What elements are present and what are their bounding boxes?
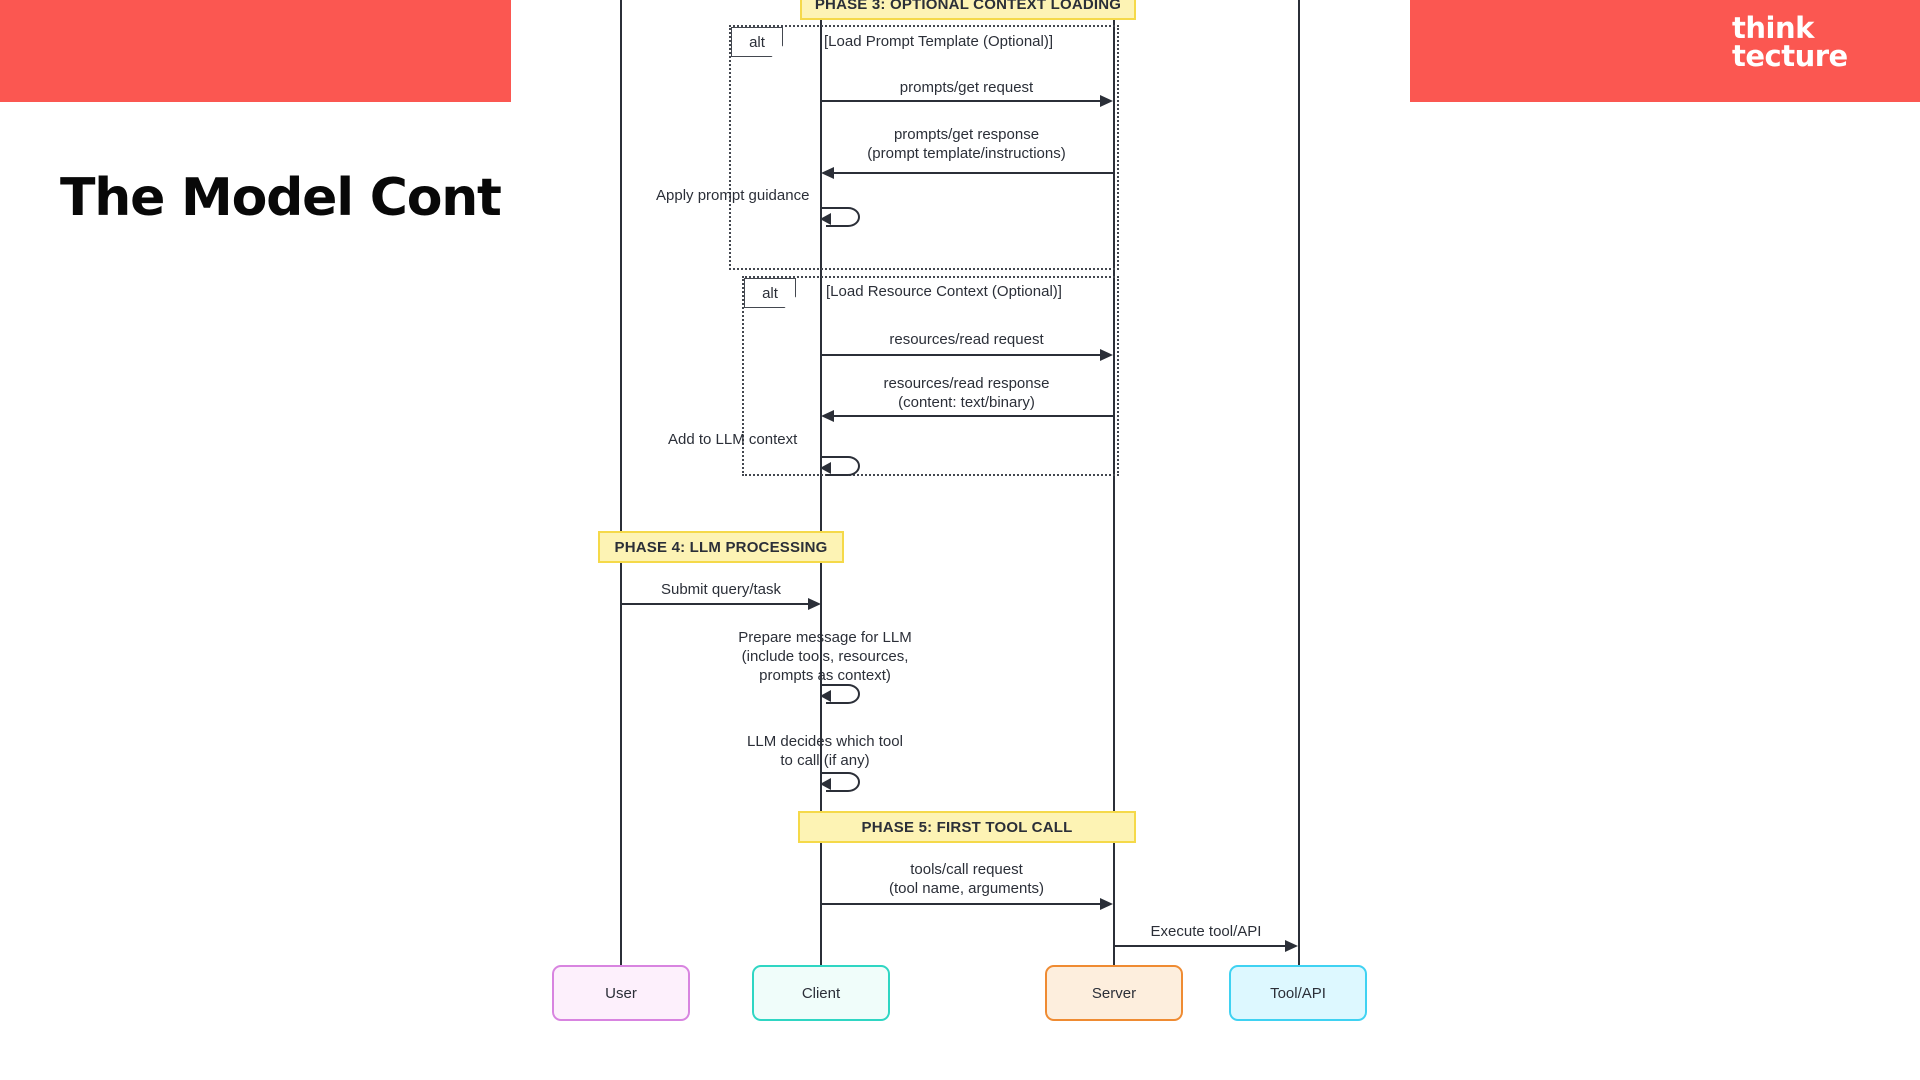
message-llm-decides-label: LLM decides which tool to call (if any) xyxy=(747,733,903,770)
phase-banner-5: PHASE 5: FIRST TOOL CALL xyxy=(798,811,1136,843)
header-band-left xyxy=(0,0,511,102)
message-resources-read-request-arrowhead xyxy=(1100,349,1113,361)
phase-banner-3: PHASE 3: OPTIONAL CONTEXT LOADING xyxy=(800,0,1136,20)
message-submit-query-arrowhead xyxy=(808,598,821,610)
phase-banner-4: PHASE 4: LLM PROCESSING xyxy=(598,531,844,563)
message-prompts-get-response-arrowhead xyxy=(821,167,834,179)
message-add-to-llm-context-loop xyxy=(818,453,864,479)
slide-title: The Model Cont xyxy=(60,168,502,228)
fragment-load-resource-context-keyword: alt xyxy=(744,278,796,308)
message-tools-call-request-line xyxy=(821,903,1101,905)
participant-user[interactable]: User xyxy=(552,965,690,1021)
message-resources-read-response-line xyxy=(834,415,1113,417)
message-resources-read-request-label: resources/read request xyxy=(889,331,1044,348)
message-prompts-get-request-line xyxy=(821,100,1101,102)
message-apply-prompt-guidance-label: Apply prompt guidance xyxy=(656,187,810,204)
participant-server-label: Server xyxy=(1091,984,1137,1002)
participant-client[interactable]: Client xyxy=(752,965,890,1021)
participant-toolapi-label: Tool/API xyxy=(1270,984,1326,1002)
fragment-load-resource-context-condition: [Load Resource Context (Optional)] xyxy=(826,283,1062,300)
fragment-keyword-label: alt xyxy=(762,284,778,302)
participant-server[interactable]: Server xyxy=(1045,965,1183,1021)
phase-banner-5-label: PHASE 5: FIRST TOOL CALL xyxy=(861,818,1073,836)
fragment-load-resource-context xyxy=(742,276,1119,476)
message-execute-tool-line xyxy=(1114,945,1286,947)
message-resources-read-request-line xyxy=(821,354,1101,356)
message-submit-query-line xyxy=(621,603,809,605)
message-prepare-message-label: Prepare message for LLM (include tools, … xyxy=(738,629,912,685)
fragment-load-prompt-template xyxy=(729,25,1119,270)
participant-toolapi[interactable]: Tool/API xyxy=(1229,965,1367,1021)
lifeline-client xyxy=(820,0,822,965)
message-tools-call-request-label: tools/call request (tool name, arguments… xyxy=(888,861,1045,898)
message-apply-prompt-guidance-loop xyxy=(818,204,864,230)
message-tools-call-request-arrowhead xyxy=(1100,898,1113,910)
header-band-right xyxy=(1410,0,1920,102)
message-prompts-get-request-label: prompts/get request xyxy=(899,79,1034,96)
message-resources-read-response-label: resources/read response (content: text/b… xyxy=(883,375,1050,412)
fragment-load-prompt-template-keyword: alt xyxy=(731,27,783,57)
participant-user-label: User xyxy=(605,984,637,1002)
participant-client-label: Client xyxy=(801,984,841,1002)
brand-logo: think tecture xyxy=(1732,11,1872,74)
lifeline-server xyxy=(1113,0,1115,965)
message-prompts-get-request-arrowhead xyxy=(1100,95,1113,107)
message-prompts-get-response-line xyxy=(834,172,1113,174)
message-prompts-get-response-label: prompts/get response (prompt template/in… xyxy=(867,126,1066,163)
message-prepare-message-loop xyxy=(818,681,864,707)
phase-banner-4-label: PHASE 4: LLM PROCESSING xyxy=(614,538,828,556)
message-add-to-llm-context-label: Add to LLM context xyxy=(668,431,798,448)
brand-logo-line2: tecture xyxy=(1732,39,1848,74)
message-execute-tool-arrowhead xyxy=(1285,940,1298,952)
fragment-load-prompt-template-condition: [Load Prompt Template (Optional)] xyxy=(824,33,1054,50)
message-submit-query-label: Submit query/task xyxy=(660,581,782,598)
lifeline-toolapi xyxy=(1298,0,1300,965)
phase-banner-3-label: PHASE 3: OPTIONAL CONTEXT LOADING xyxy=(814,0,1122,13)
fragment-keyword-label: alt xyxy=(749,33,765,51)
message-llm-decides-loop xyxy=(818,769,864,795)
message-execute-tool-label: Execute tool/API xyxy=(1150,923,1262,940)
brand-logo-line1: think xyxy=(1732,11,1814,45)
message-resources-read-response-arrowhead xyxy=(821,410,834,422)
lifeline-user xyxy=(620,0,622,965)
